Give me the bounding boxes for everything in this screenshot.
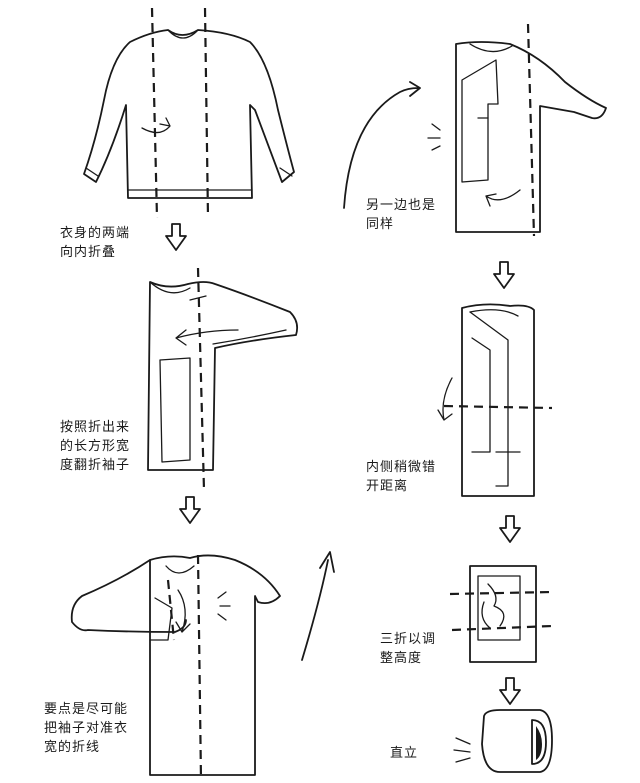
fold-line-right	[203, 7, 210, 219]
caption-step3: 要点是尽可能 把袖子对准衣 宽的折线	[44, 700, 128, 757]
caption-step4-line1: 另一边也是	[366, 198, 437, 213]
fold-arrow-icon	[175, 589, 191, 633]
caption-step6-line1: 三折以调	[380, 632, 437, 647]
caption-step1-line2: 向内折叠	[60, 245, 117, 260]
curved-arrow-icon	[301, 551, 335, 661]
caption-step5-line2: 开距离	[366, 479, 409, 494]
step2-sweater-illustration	[147, 267, 299, 491]
caption-step5-line1: 内侧稍微错	[366, 460, 437, 475]
down-arrow-icon	[179, 496, 201, 524]
caption-step5: 内侧稍微错 开距离	[366, 458, 436, 496]
caption-step7-line1: 直立	[390, 746, 419, 761]
impact-lines-icon	[427, 123, 441, 151]
impact-lines-icon	[453, 737, 471, 763]
caption-step1-line1: 衣身的两端	[60, 226, 131, 241]
caption-step3-line3: 宽的折线	[44, 740, 101, 755]
caption-step3-line1: 要点是尽可能	[44, 702, 129, 717]
caption-step2-line1: 按照折出来	[60, 420, 131, 435]
curved-arrow-icon	[343, 81, 421, 209]
caption-step2-line3: 度翻折袖子	[60, 458, 131, 473]
caption-step1: 衣身的两端 向内折叠	[60, 224, 130, 262]
step6-sweater-illustration	[449, 565, 553, 663]
step5-sweater-illustration	[437, 303, 553, 497]
fold-arrow-icon	[141, 117, 171, 134]
caption-step4-line2: 同样	[366, 217, 395, 232]
step3-sweater-illustration	[70, 551, 335, 781]
caption-step2: 按照折出来 的长方形宽 度翻折袖子	[60, 418, 130, 475]
caption-step6-line2: 整高度	[380, 651, 423, 666]
down-arrow-icon	[493, 261, 515, 289]
down-arrow-icon	[499, 677, 521, 705]
down-arrow-icon	[165, 223, 187, 251]
caption-step4: 另一边也是 同样	[366, 196, 436, 234]
fold-arrow-icon	[175, 329, 239, 346]
fold-arrow-icon	[437, 377, 453, 421]
step4-sweater-illustration	[343, 23, 607, 237]
down-arrow-icon	[499, 515, 521, 543]
caption-step7: 直立	[390, 744, 418, 763]
caption-step6: 三折以调 整高度	[380, 630, 436, 668]
step7-upright-illustration	[453, 709, 553, 773]
caption-step3-line2: 把袖子对准衣	[44, 721, 129, 736]
impact-lines-icon	[217, 591, 231, 621]
step1-sweater-illustration	[83, 7, 295, 219]
fold-arrow-icon	[485, 189, 521, 207]
fold-arrow-icon	[481, 601, 491, 629]
fold-line-left	[150, 7, 159, 219]
caption-step2-line2: 的长方形宽	[60, 439, 131, 454]
